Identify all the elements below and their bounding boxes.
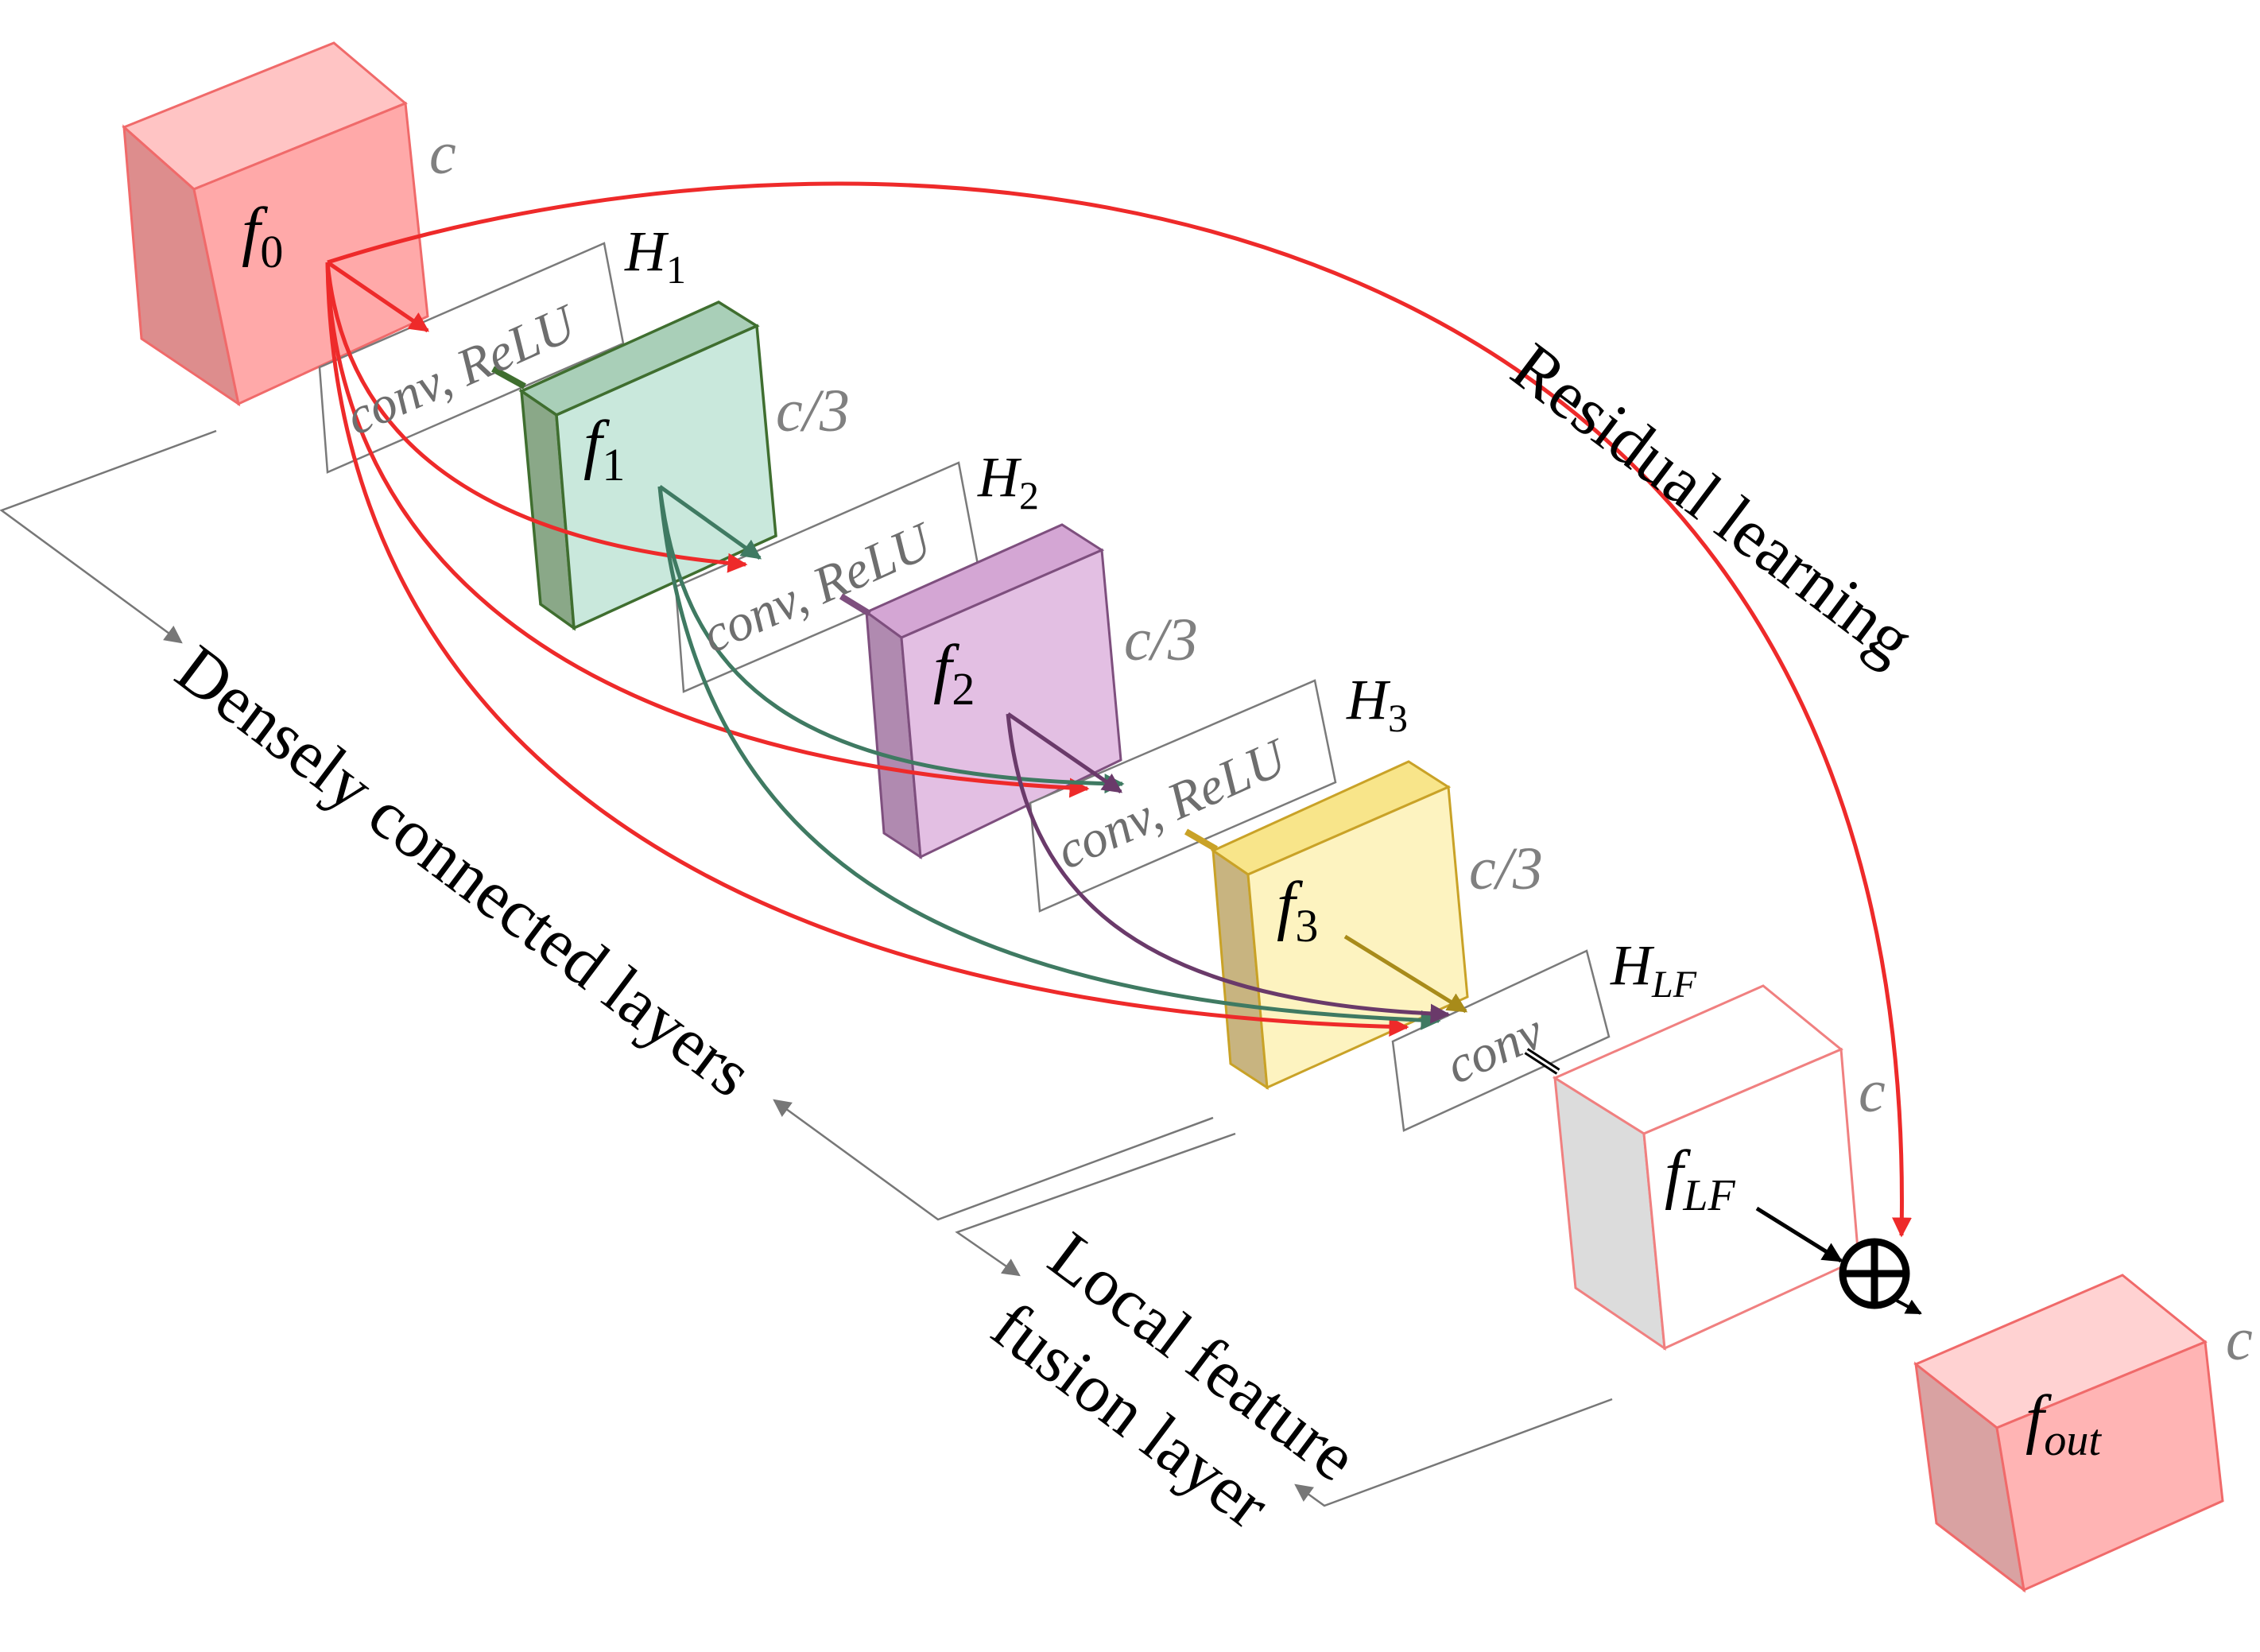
green-arrow-f1-hlf xyxy=(657,486,1441,1030)
layer-label-h2: H2 xyxy=(977,445,1039,518)
red-arrow-f0-h1 xyxy=(326,260,430,333)
red-arrow-f0-hlf xyxy=(325,262,1409,1037)
guide-dense-top xyxy=(0,429,217,644)
channel-label-f1: c/3 xyxy=(776,378,850,444)
purple-connections xyxy=(1006,712,1451,1024)
sum-operator xyxy=(1839,1238,1910,1309)
channel-label-flf: c xyxy=(1859,1058,1886,1125)
channel-label-fout: c xyxy=(2226,1306,2253,1373)
channel-label-f0: c xyxy=(429,120,456,187)
input-arrow-f3 xyxy=(1184,828,1219,852)
channel-label-f2: c/3 xyxy=(1124,607,1198,673)
conv-box-hlf xyxy=(1391,949,1611,1132)
layer-label-hlf: HLF xyxy=(1610,933,1697,1006)
black-arrow-sum-fout xyxy=(1896,1299,1922,1315)
purple-arrow-f2-h3 xyxy=(1006,712,1123,794)
annotation-residual: Residual learning xyxy=(1498,328,1928,678)
gold-arrow-f3-hlf xyxy=(1343,934,1468,1014)
input-arrow-f2 xyxy=(839,593,872,617)
feature-label-f0: f0 xyxy=(242,194,283,277)
sum-connections xyxy=(1755,1206,1922,1315)
input-arrow-f1 xyxy=(491,366,526,390)
block-f1 xyxy=(518,301,777,631)
guide-fusion-top xyxy=(955,1132,1236,1277)
conv-box-h1 xyxy=(318,242,625,474)
input-arrow-flf xyxy=(1524,1048,1560,1075)
red-arrow-f0-h3 xyxy=(325,262,1090,798)
annotation-guides xyxy=(0,429,1613,1507)
channel-label-f3: c/3 xyxy=(1469,836,1543,902)
block-fout xyxy=(1913,1274,2224,1593)
block-f0 xyxy=(122,41,429,407)
layer-label-h1: H1 xyxy=(624,219,686,292)
green-arrow-f1-h3 xyxy=(657,486,1125,794)
black-arrow-flf-sum xyxy=(1755,1206,1843,1263)
block-flf xyxy=(1552,984,1860,1351)
red-arrow-f0-h2 xyxy=(325,262,748,573)
red-connections xyxy=(325,181,1912,1238)
gold-connection xyxy=(1343,934,1468,1014)
red-arrow-residual xyxy=(327,181,1912,1238)
purple-arrow-f2-hlf xyxy=(1006,713,1451,1024)
green-arrow-f1-h2 xyxy=(658,484,762,560)
guide-fusion-bottom xyxy=(1294,1398,1613,1507)
conv-box-h3 xyxy=(1029,679,1337,913)
layer-label-h3: H3 xyxy=(1346,668,1408,740)
guide-dense-bottom xyxy=(773,1099,1214,1221)
green-connections xyxy=(657,484,1441,1030)
annotation-dense: Densely connected layers xyxy=(163,630,767,1112)
